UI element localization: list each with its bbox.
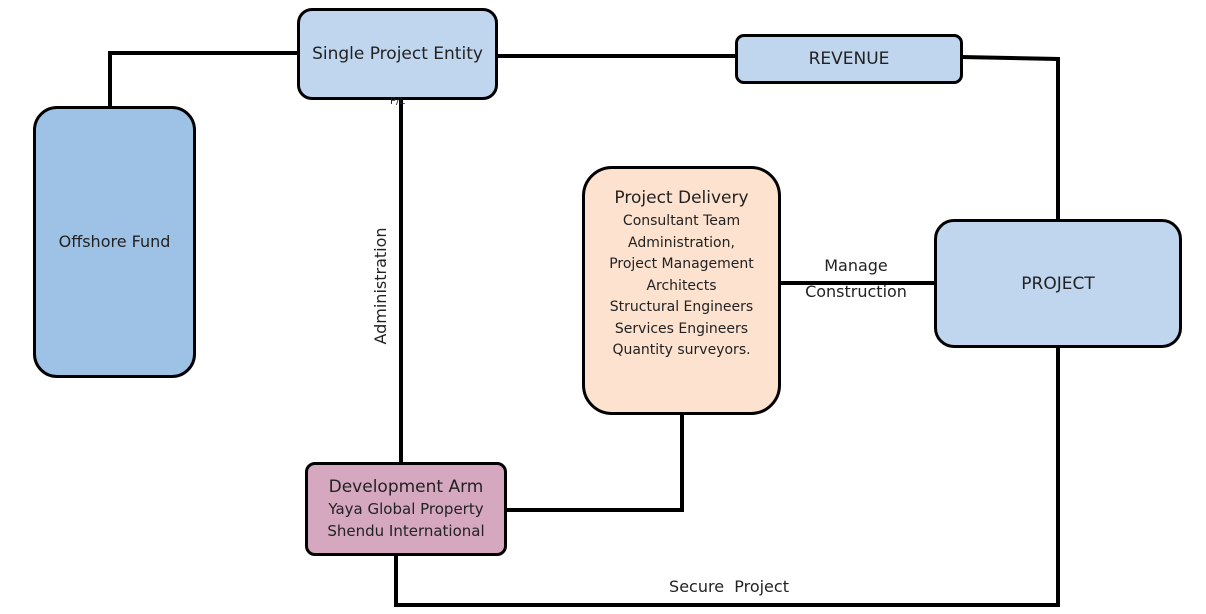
- project-delivery-line: Project Management: [609, 256, 754, 272]
- project-delivery-title: Project Delivery: [614, 188, 749, 208]
- offshore-fund-title: Offshore Fund: [58, 232, 171, 251]
- edge-devarm-to-project: [394, 346, 1060, 607]
- project-node: PROJECT: [934, 219, 1182, 348]
- pl-tag: P/L: [390, 96, 405, 107]
- project-delivery-node: Project Delivery Consultant Team Adminis…: [582, 166, 781, 415]
- development-arm-node: Development Arm Yaya Global Property She…: [305, 462, 507, 556]
- construction-edge-label: Construction: [805, 282, 907, 301]
- project-delivery-line: Consultant Team: [622, 213, 741, 229]
- single-project-entity-node: Single Project Entity: [297, 8, 498, 100]
- administration-edge-label: Administration: [371, 227, 390, 345]
- manage-edge-label: Manage: [824, 256, 888, 275]
- revenue-title: REVENUE: [808, 49, 890, 69]
- development-arm-line: Shendu International: [327, 522, 485, 540]
- offshore-fund-node: Offshore Fund: [33, 106, 196, 378]
- edge-revenue-to-project: [960, 55, 1060, 221]
- revenue-node: REVENUE: [735, 34, 963, 84]
- project-delivery-line: Structural Engineers: [609, 299, 754, 315]
- development-arm-title: Development Arm: [328, 477, 484, 497]
- project-title: PROJECT: [1021, 273, 1095, 294]
- project-delivery-line: Services Engineers: [614, 320, 749, 337]
- project-delivery-line: Quantity surveyors.: [612, 342, 751, 358]
- project-delivery-line: Administration,: [628, 234, 735, 251]
- single-project-entity-title: Single Project Entity: [312, 44, 483, 64]
- edge-offshore-to-entity: [108, 51, 298, 108]
- secure-project-edge-label: Secure Project: [669, 577, 789, 596]
- project-delivery-line: Architects: [646, 277, 717, 294]
- development-arm-line: Yaya Global Property: [328, 500, 484, 518]
- edge-devarm-to-delivery: [505, 413, 684, 512]
